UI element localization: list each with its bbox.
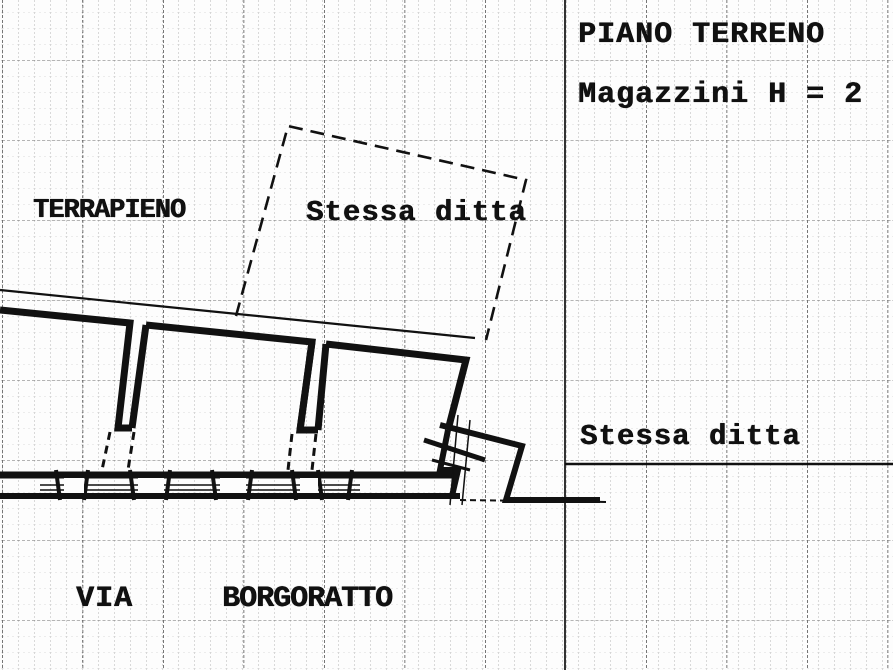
neighbour-dashed-outline: [234, 124, 528, 341]
plan-title: PIANO TERRENO: [578, 18, 826, 52]
corner-structure: [423, 414, 611, 506]
label-stessa-ditta-right: Stessa ditta: [580, 420, 801, 453]
warehouse-walls: [0, 306, 471, 434]
label-borgoratto: BORGORATTO: [222, 582, 393, 616]
label-via: VIA: [76, 582, 134, 616]
plan-subtitle: Magazzini H = 2: [578, 78, 864, 112]
label-terrapieno: TERRAPIENO: [33, 196, 186, 226]
label-stessa-ditta-top: Stessa ditta: [306, 196, 527, 229]
